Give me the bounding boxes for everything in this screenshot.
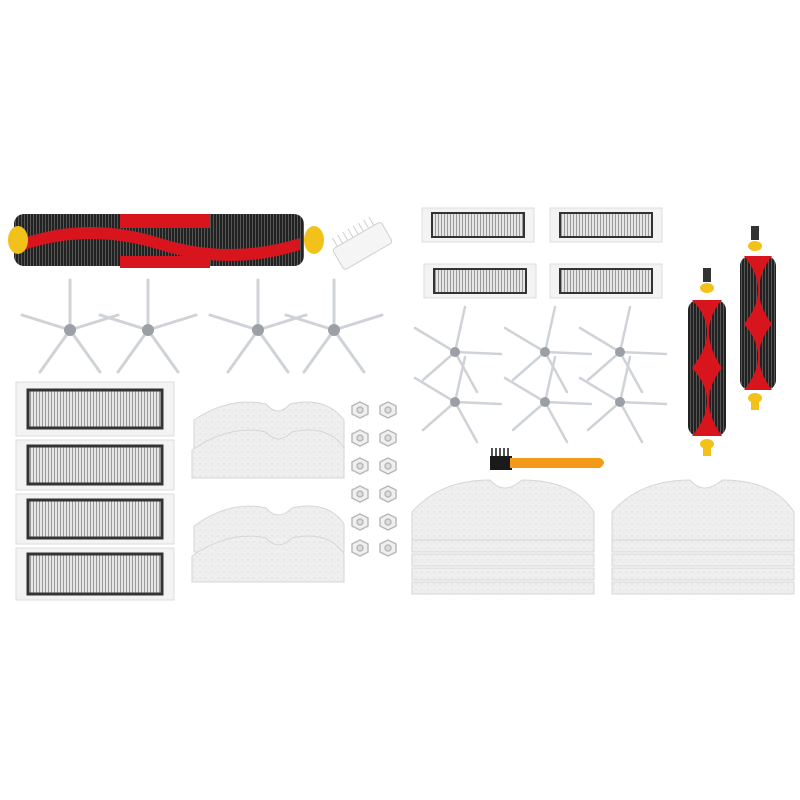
mop-pad [191, 429, 345, 479]
side-brush [413, 355, 503, 444]
mop-pads-large-left [411, 479, 595, 595]
hepa-filter [15, 381, 175, 437]
side-brush [284, 278, 384, 374]
hepa-filter [549, 263, 663, 299]
side-brush [20, 278, 120, 374]
mop-pads-small [191, 401, 345, 583]
side-brush [503, 305, 593, 394]
mop-pad [411, 479, 595, 541]
roller-brushes [688, 226, 776, 456]
main-brush [8, 214, 324, 268]
side-brush [98, 278, 198, 374]
mop-pad [191, 535, 345, 583]
mop-pad [611, 479, 795, 541]
hepa-filters-small [421, 207, 663, 299]
side-brush [503, 355, 593, 444]
side-brushes-right [413, 305, 668, 444]
side-brush [578, 305, 668, 394]
hepa-filter [423, 263, 537, 299]
hepa-filter [421, 207, 535, 243]
side-brush [578, 355, 668, 444]
cleaning-tool [490, 448, 604, 470]
roller-brush [740, 226, 776, 410]
screw-caps [351, 401, 397, 557]
mop-pads-large-right [611, 479, 795, 595]
side-brush [413, 305, 503, 394]
roller-brush [688, 268, 726, 456]
side-brush [208, 278, 308, 374]
hepa-filters-large [15, 381, 175, 601]
hepa-filter [15, 439, 175, 491]
hepa-filter [549, 207, 663, 243]
hepa-filter [15, 547, 175, 601]
hepa-filter [15, 493, 175, 545]
cleaning-comb [332, 216, 393, 270]
side-brushes-left [20, 278, 384, 374]
